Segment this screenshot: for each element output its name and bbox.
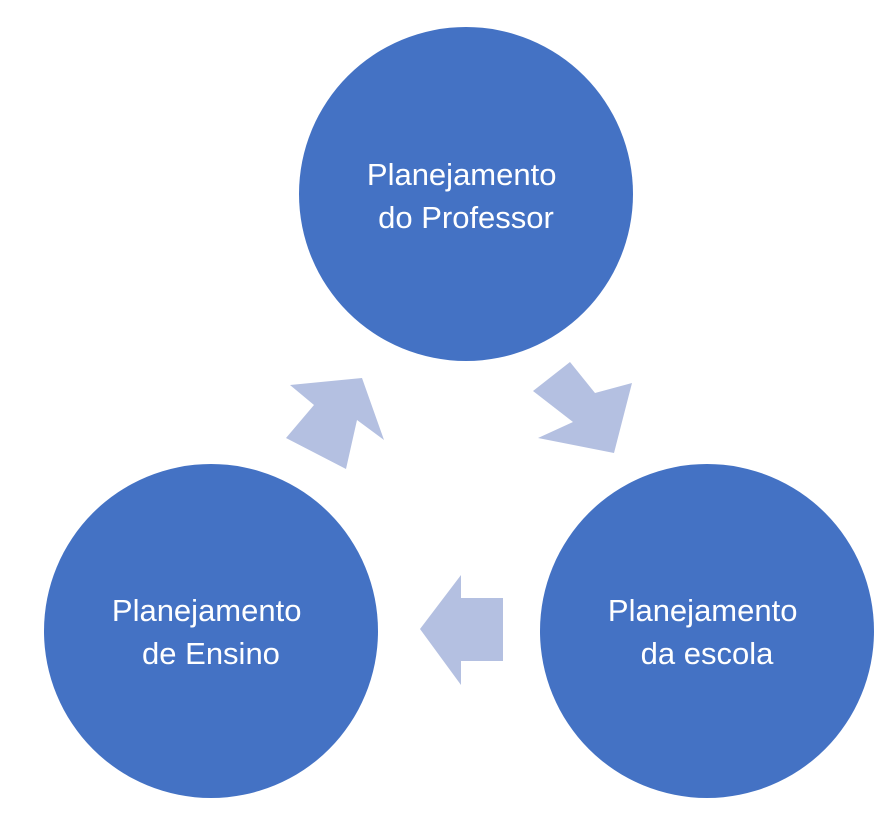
node-planejamento-escola: Planejamento da escola: [540, 464, 874, 798]
cycle-arrow-professor-to-escola: [533, 362, 632, 453]
node-label-escola-line1: Planejamento: [608, 593, 798, 628]
cycle-arrow-ensino-to-professor: [286, 378, 384, 469]
node-circle-professor: [299, 27, 633, 361]
node-label-professor: Planejamento do Professor: [367, 157, 565, 235]
node-planejamento-professor: Planejamento do Professor: [299, 27, 633, 361]
cycle-arrow-escola-to-ensino: [420, 575, 503, 685]
node-planejamento-ensino: Planejamento de Ensino: [44, 464, 378, 798]
node-label-ensino: Planejamento de Ensino: [112, 593, 310, 671]
node-label-professor-line1: Planejamento: [367, 157, 557, 192]
node-label-escola-line2: da escola: [641, 636, 774, 671]
node-label-escola: Planejamento da escola: [608, 593, 806, 671]
node-circle-escola: [540, 464, 874, 798]
node-circle-ensino: [44, 464, 378, 798]
node-label-ensino-line1: Planejamento: [112, 593, 302, 628]
node-label-professor-line2: do Professor: [378, 200, 554, 235]
node-label-ensino-line2: de Ensino: [142, 636, 280, 671]
